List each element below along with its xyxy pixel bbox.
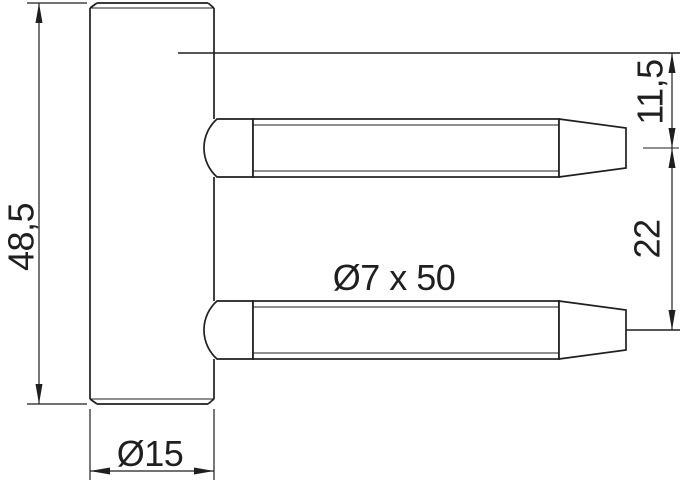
pin1-shaft — [252, 118, 560, 178]
pin1-tapered-tip — [558, 118, 627, 178]
dimension-pin-spacing: 22 — [626, 148, 680, 331]
pin1-dome-cap — [203, 118, 254, 178]
height-arrow-down — [35, 384, 43, 404]
pin-spec-label: Ø7 x 50 — [333, 257, 456, 298]
height-dimension-label: 48,5 — [1, 203, 42, 271]
pin-2 — [203, 300, 627, 360]
dimension-body-diameter: Ø15 — [89, 409, 215, 480]
height-arrow-up — [35, 3, 43, 23]
dimension-body-height: 48,5 — [1, 2, 87, 405]
pin2-dome-cap — [203, 300, 254, 360]
pin1-offset-arrow-down — [668, 128, 676, 148]
pin1-offset-label: 11,5 — [630, 59, 671, 124]
pin-spacing-label: 22 — [627, 219, 668, 258]
diameter-arrow-left — [90, 467, 110, 475]
diameter-dimension-label: Ø15 — [117, 433, 184, 474]
diameter-arrow-right — [194, 467, 214, 475]
pin1-offset-arrow-up — [668, 53, 676, 73]
pin2-tapered-tip — [558, 300, 627, 360]
body-chamfer-bottom-right — [207, 398, 215, 405]
pin-spacing-arrow-up — [668, 148, 676, 168]
body-chamfer-top-right — [207, 2, 215, 9]
pin-1 — [203, 118, 627, 178]
dimension-pin1-offset: 11,5 — [630, 53, 679, 149]
pin2-shaft — [252, 300, 560, 360]
body-chamfer-top-left — [89, 2, 98, 9]
hinge-body — [89, 2, 215, 405]
body-chamfer-bottom-left — [89, 398, 98, 405]
pin-spacing-arrow-down — [668, 310, 676, 330]
